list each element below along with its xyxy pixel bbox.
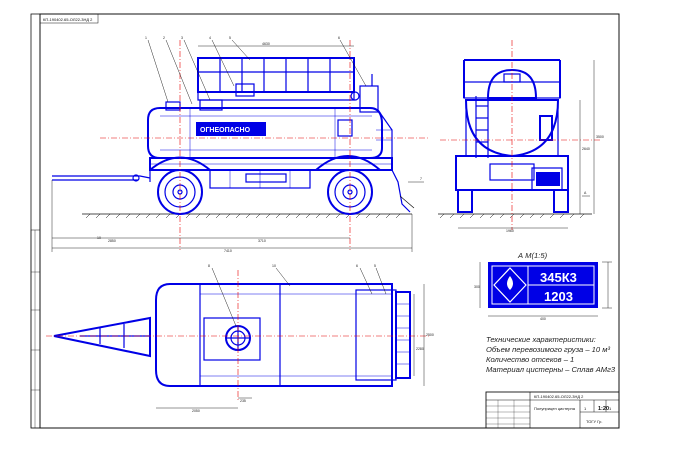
plan-callouts: 8 10 6 5 [208, 264, 387, 327]
rear-dimensions: 3500 2640 1960 [458, 60, 604, 233]
inner-frame [39, 13, 620, 429]
support-leg [391, 169, 411, 213]
title-block: КП-190402.65-ОЛ22-3НД 2 Полуприцеп цисте… [485, 391, 620, 429]
dim-plate-width: 400 [540, 317, 546, 321]
callout-8: 8 [208, 264, 210, 268]
callout-1: 1 [145, 36, 147, 40]
rear-ladder [475, 96, 489, 158]
corner-stamp: КП-190402.65-ОЛ22-3НД 2 [39, 13, 99, 24]
dim-body-length: 4630 [262, 42, 270, 46]
title-sheets: 1 [609, 406, 612, 411]
tank-body [147, 107, 383, 159]
tech-notes-line-2: Количество отсеков – 1 [486, 355, 574, 364]
hazard-plate-detail: А М(1:5) 345К3 1203 400 300 [474, 251, 612, 321]
plan-dimensions: 2500 2280 2050 235 [156, 284, 434, 413]
plan-drawbar [53, 316, 151, 358]
front-fender [149, 156, 211, 171]
plan-tank [155, 283, 393, 387]
callout-5: 5 [229, 36, 231, 40]
rear-view: А 3500 2640 1960 [438, 40, 604, 233]
side-dimensions: 4630 2850 3710 7410 10 [51, 42, 413, 253]
title-doc-code: КП-190402.65-ОЛ22-3НД 2 [534, 394, 584, 399]
callout-10: 10 [272, 264, 276, 268]
callout-5-plan: 5 [374, 264, 376, 268]
callout-2: 2 [163, 36, 165, 40]
rear-ground-hatch [439, 213, 585, 219]
callout-4: 4 [209, 36, 211, 40]
dim-side-height-2: 2640 [582, 147, 590, 151]
ground-hatch [85, 213, 401, 219]
rear-cabinet [359, 85, 379, 113]
rear-hazard-plate [536, 172, 560, 186]
hazard-diamond-icon [493, 267, 527, 303]
tank-brand-text: ОГНЕОПАСНО [200, 127, 251, 134]
section-label: А М(1:5) [517, 251, 548, 260]
dim-overall-length: 7410 [224, 249, 232, 253]
title-org: ТОГУ Гр. [586, 419, 602, 424]
top-railing [197, 57, 355, 93]
dim-plan-a: 2050 [192, 409, 200, 413]
side-view: ОГНЕОПАСНО [51, 36, 430, 253]
dim-plate-height: 300 [474, 285, 480, 289]
dim-side-height: 3500 [596, 135, 604, 139]
tech-notes-line-3: Материал цистерны – Сплав АМг3 [486, 365, 616, 374]
tank-label-plate [196, 122, 266, 136]
callout-6: 6 [338, 36, 340, 40]
tech-notes: Технические характеристики: Объем перево… [486, 335, 616, 374]
un-number: 1203 [544, 289, 573, 304]
rear-cabinet-door [539, 115, 553, 141]
tech-notes-line-1: Объем перевозимого груза – 10 м³ [486, 345, 610, 354]
callout-6-plan: 6 [356, 264, 358, 268]
dim-wheelbase: 3710 [258, 239, 266, 243]
rear-fender [315, 155, 381, 171]
dim-plan-b: 235 [240, 399, 246, 403]
view-marker-a: А [584, 191, 587, 195]
title-name: Полуприцеп цистерна [534, 406, 576, 411]
dim-track: 1960 [506, 229, 514, 233]
drawbar [52, 175, 151, 179]
tech-notes-title: Технические характеристики: [486, 335, 596, 344]
callout-7: 7 [420, 177, 422, 181]
dim-plan-width: 2500 [426, 333, 434, 337]
corner-stamp-text: КП-190402.65-ОЛ22-3НД 2 [43, 17, 93, 22]
binding-strip [30, 229, 41, 429]
title-sheet: 1 [584, 406, 587, 411]
dim-front-offset: 2850 [108, 239, 116, 243]
callout-10-side: 10 [97, 236, 101, 240]
hazard-code: 345К3 [540, 270, 577, 285]
plan-rear-ladder [395, 291, 411, 379]
plan-view: 8 10 6 5 2500 2280 2050 235 [46, 264, 434, 413]
dim-plan-width-2: 2280 [416, 347, 424, 351]
side-callouts: 1 2 3 4 5 6 7 [145, 36, 424, 183]
title-scale: 1:20 [598, 406, 609, 412]
callout-3: 3 [181, 36, 183, 40]
